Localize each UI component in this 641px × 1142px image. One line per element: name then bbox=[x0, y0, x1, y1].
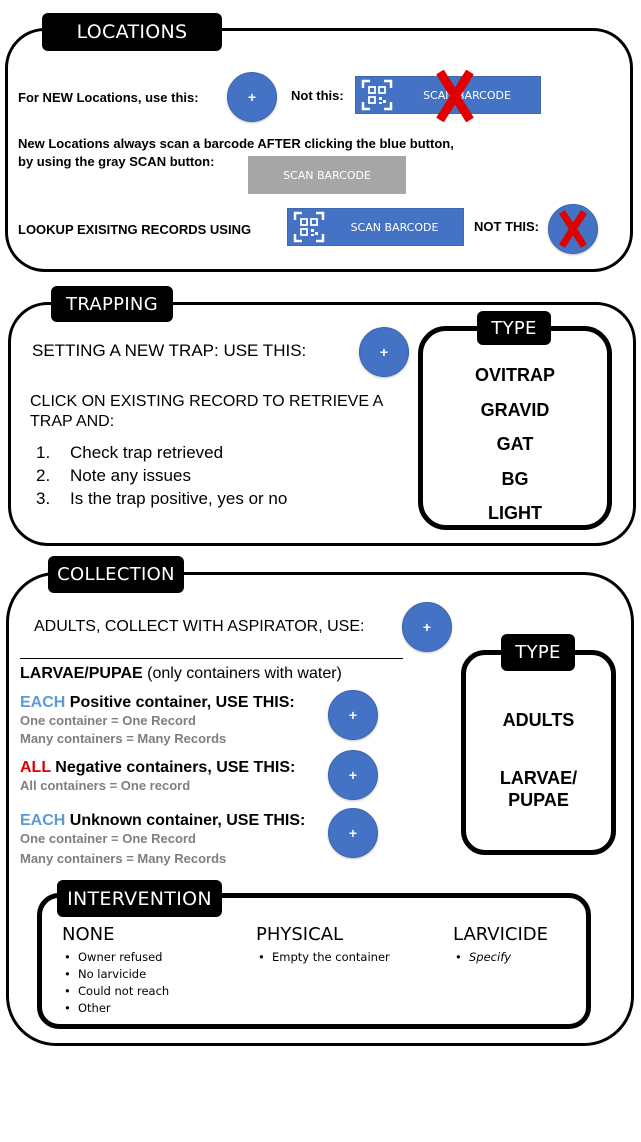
after-instruction-line2: by using the gray SCAN button: bbox=[18, 154, 215, 169]
setting-new-trap-label: SETTING A NEW TRAP: USE THIS: bbox=[32, 341, 307, 360]
retrieve-instruction: CLICK ON EXISTING RECORD TO RETRIEVE A T… bbox=[30, 392, 383, 432]
new-locations-label: For NEW Locations, use this: bbox=[18, 90, 199, 105]
after-instruction-line1: New Locations always scan a barcode AFTE… bbox=[18, 136, 454, 151]
add-trap-button[interactable]: + bbox=[359, 327, 409, 377]
add-location-button[interactable]: + bbox=[227, 72, 277, 122]
collection-tag: COLLECTION bbox=[48, 556, 184, 593]
plus-icon: + bbox=[422, 619, 432, 635]
larvae-heading: LARVAE/PUPAE (only containers with water… bbox=[20, 665, 342, 682]
locations-tag: LOCATIONS bbox=[42, 13, 222, 51]
not-this-caps-label: NOT THIS: bbox=[474, 219, 539, 234]
trap-type-tag: TYPE bbox=[477, 311, 551, 345]
intervention-option: Empty the container bbox=[256, 949, 390, 966]
emphasis-each: EACH bbox=[20, 694, 66, 711]
plus-icon: + bbox=[348, 707, 358, 723]
plus-icon: + bbox=[379, 344, 389, 360]
divider-line bbox=[20, 658, 403, 659]
trap-type-item: OVITRAP bbox=[474, 365, 555, 385]
lookup-scan-barcode-label: SCAN BARCODE bbox=[350, 220, 439, 234]
scan-barcode-label: SCAN BARCODE bbox=[423, 88, 511, 102]
intervention-physical-column: PHYSICAL Empty the container bbox=[256, 924, 390, 966]
red-x-icon bbox=[559, 210, 587, 248]
collection-type-box bbox=[461, 650, 616, 855]
trap-type-item: GAT bbox=[496, 434, 534, 454]
retrieve-line1: CLICK ON EXISTING RECORD TO RETRIEVE A bbox=[30, 393, 384, 410]
retrieve-line2: TRAP AND: bbox=[30, 413, 115, 430]
plus-icon: + bbox=[348, 825, 358, 841]
emphasis-all: ALL bbox=[20, 759, 51, 776]
trap-type-item: LIGHT bbox=[488, 503, 542, 523]
collection-type-tag: TYPE bbox=[501, 634, 575, 671]
intervention-none-title: NONE bbox=[62, 924, 115, 945]
trap-step: 2. Note any issues bbox=[36, 466, 191, 485]
trap-type-list: OVITRAP GRAVID GAT BG LIGHT bbox=[423, 358, 607, 531]
plus-button-wrong[interactable] bbox=[548, 204, 598, 254]
collection-type-list: ADULTS LARVAE/ PUPAE bbox=[466, 709, 611, 811]
plus-icon: + bbox=[247, 89, 257, 105]
collection-type-item: LARVAE/ bbox=[499, 768, 578, 788]
intervention-option: No larvicide bbox=[62, 966, 169, 983]
intervention-option: Could not reach bbox=[62, 983, 169, 1000]
intervention-tag: INTERVENTION bbox=[57, 880, 222, 917]
intervention-none-column: NONE Owner refused No larvicide Could no… bbox=[62, 924, 169, 1017]
trap-steps-list: 1. Check trap retrieved 2. Note any issu… bbox=[36, 441, 287, 510]
intervention-larvicide-column: LARVICIDE Specify bbox=[453, 924, 548, 966]
lookup-scan-barcode-button[interactable]: SCAN BARCODE bbox=[287, 208, 464, 246]
gray-scan-barcode-button[interactable]: SCAN BARCODE bbox=[248, 156, 406, 194]
intervention-physical-title: PHYSICAL bbox=[256, 924, 344, 945]
collection-type-item: ADULTS bbox=[502, 710, 575, 730]
negative-container-item: ALL Negative containers, USE THIS: All c… bbox=[20, 759, 296, 793]
add-unknown-container-button[interactable]: + bbox=[328, 808, 378, 858]
add-negative-containers-button[interactable]: + bbox=[328, 750, 378, 800]
trap-type-item: GRAVID bbox=[480, 399, 550, 420]
trap-type-item: BG bbox=[501, 468, 529, 489]
trapping-tag: TRAPPING bbox=[51, 286, 173, 322]
add-positive-container-button[interactable]: + bbox=[328, 690, 378, 740]
unknown-container-item: EACH Unknown container, USE THIS: One co… bbox=[20, 812, 306, 866]
adults-collect-label: ADULTS, COLLECT WITH ASPIRATOR, USE: bbox=[34, 618, 365, 635]
intervention-option: Specify bbox=[453, 949, 548, 966]
positive-container-item: EACH Positive container, USE THIS: One c… bbox=[20, 694, 295, 746]
emphasis-each: EACH bbox=[20, 812, 66, 829]
collection-type-item: PUPAE bbox=[508, 790, 569, 810]
trap-type-box bbox=[418, 326, 612, 530]
intervention-option: Owner refused bbox=[62, 949, 169, 966]
lookup-label: LOOKUP EXISITNG RECORDS USING bbox=[18, 222, 252, 237]
trap-step: 3. Is the trap positive, yes or no bbox=[36, 489, 288, 508]
trap-step: 1. Check trap retrieved bbox=[36, 443, 224, 462]
not-this-label: Not this: bbox=[291, 88, 344, 103]
add-adults-button[interactable]: + bbox=[402, 602, 452, 652]
red-x-icon bbox=[436, 70, 474, 122]
qr-code-icon bbox=[361, 79, 393, 111]
qr-code-icon bbox=[293, 211, 325, 243]
intervention-larvicide-title: LARVICIDE bbox=[453, 924, 549, 945]
gray-scan-barcode-label: SCAN BARCODE bbox=[283, 168, 371, 182]
plus-icon: + bbox=[348, 767, 358, 783]
intervention-option: Other bbox=[62, 1000, 169, 1017]
